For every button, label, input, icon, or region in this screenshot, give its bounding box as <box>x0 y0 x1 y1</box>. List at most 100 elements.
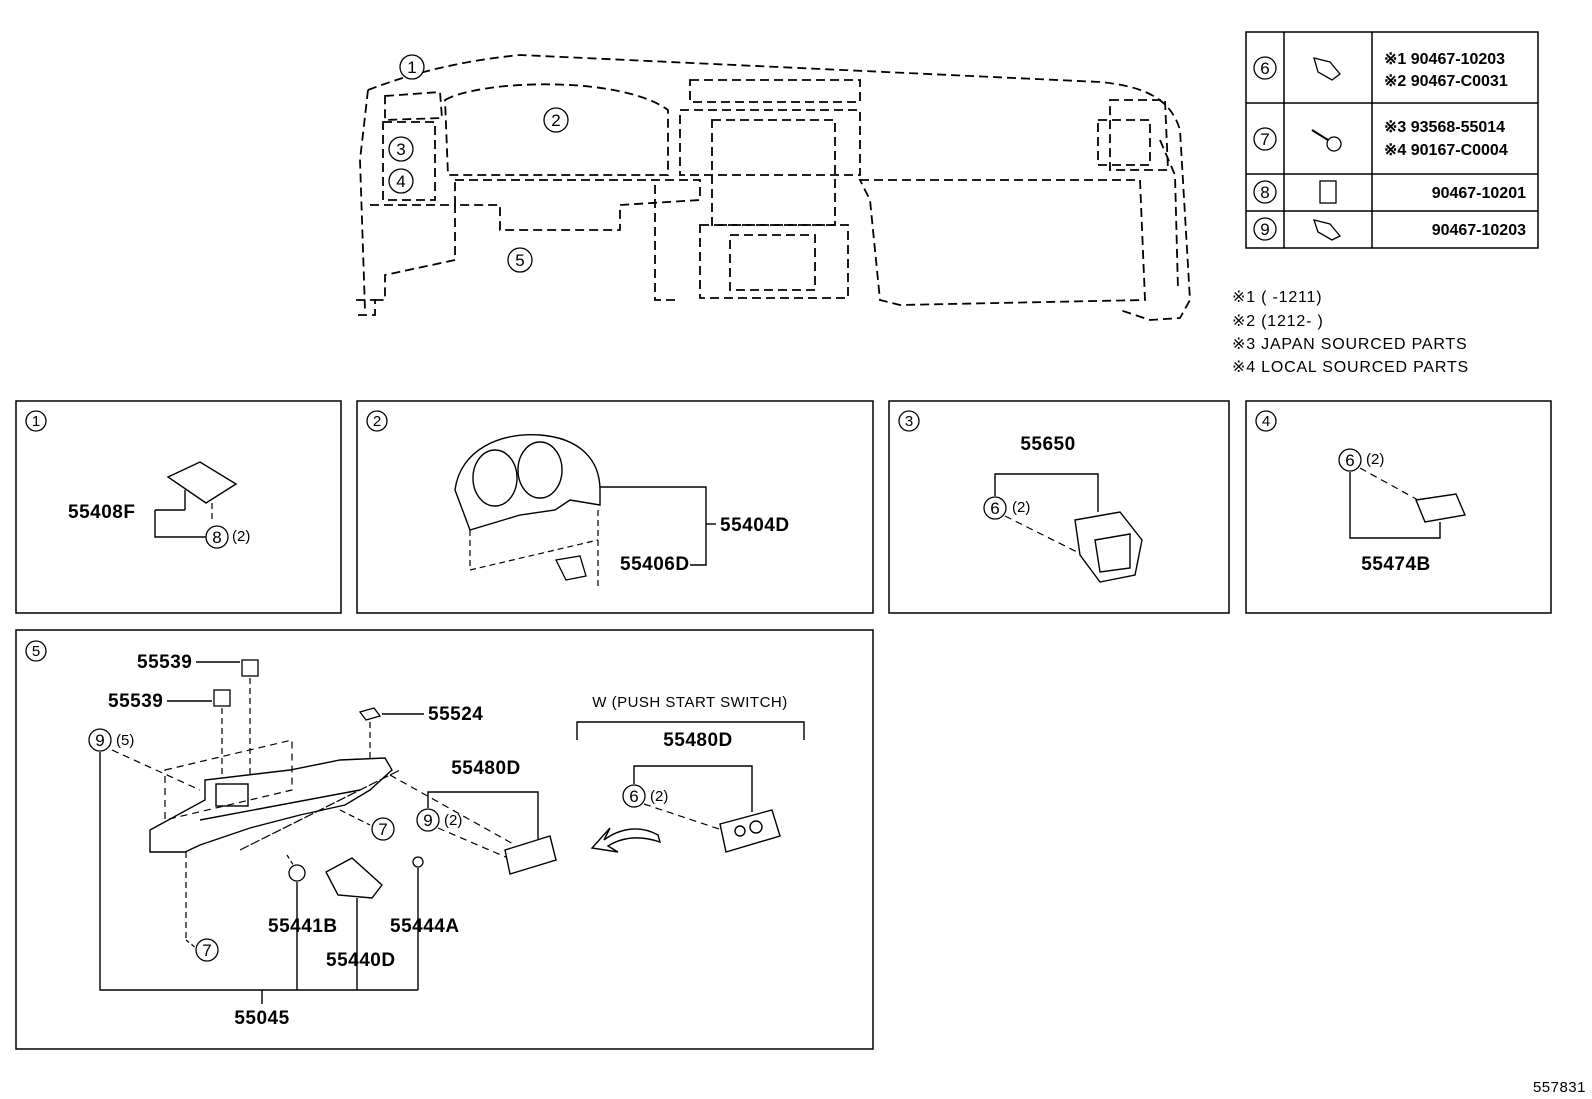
garnish-part-drawing <box>1415 493 1466 523</box>
callout-circle <box>749 820 763 834</box>
label-text: 6 <box>629 787 638 806</box>
box-part-drawing <box>325 857 383 899</box>
label-text: (2) <box>1366 451 1384 468</box>
label-text: (2) <box>232 528 250 545</box>
fastener-row-7: 7 ※3 93568-55014 ※4 90167-C0004 <box>1253 119 1508 159</box>
callout-circle <box>371 817 395 841</box>
label-text: 55650 <box>1020 434 1075 455</box>
label-text: (2) <box>650 788 668 805</box>
overview-callout-4: 4 <box>388 168 414 194</box>
label-text: 55408F <box>68 502 135 523</box>
clip-part-drawing <box>358 707 382 721</box>
label-text: (2) <box>444 812 462 829</box>
callout-circle <box>416 808 440 832</box>
arrow-icon <box>590 827 662 853</box>
bracket-part-drawing <box>555 555 587 581</box>
fastener-row-8: 8 90467-10201 <box>1253 180 1526 204</box>
label-text: 6 <box>990 499 999 518</box>
label-text: 8 <box>1260 183 1269 202</box>
panel-3: 3 55650 6 (2) <box>888 400 1230 614</box>
label-text: 3 <box>905 413 913 430</box>
label-text: 55524 <box>428 704 483 725</box>
callout-circle <box>388 168 414 194</box>
label-text: ※3 JAPAN SOURCED PARTS <box>1232 336 1468 353</box>
label-text: 1 <box>407 58 416 77</box>
label-text: 55474B <box>1361 554 1431 575</box>
label-text: 7 <box>202 941 211 960</box>
callout-circle <box>983 496 1007 520</box>
label-text: 90467-10203 <box>1432 222 1526 239</box>
label-text: 5 <box>515 251 524 270</box>
lower-panel-drawing <box>149 757 393 853</box>
label-text: 90467-10201 <box>1432 185 1526 202</box>
label-text: ※2 90467-C0031 <box>1384 73 1508 90</box>
fastener-table: 6 ※1 90467-10203 ※2 90467-C0031 7 ※3 935… <box>1245 31 1539 249</box>
label-text: 6 <box>1260 59 1269 78</box>
overview-callout-1: 1 <box>399 54 425 80</box>
callout-circle <box>1253 180 1277 204</box>
label-text: 3 <box>396 140 405 159</box>
label-text: 5 <box>32 643 40 660</box>
overview-callouts: 1 2 3 4 5 <box>388 54 569 273</box>
overview-callout-5: 5 <box>507 247 533 273</box>
callout-circle <box>205 525 229 549</box>
label-text: 55539 <box>108 691 163 712</box>
label-text: 6 <box>1345 451 1354 470</box>
panel-5: 5 55539 55539 55524 9 (5) <box>15 629 874 1050</box>
label-text: 2 <box>373 413 381 430</box>
label-text: (2) <box>1012 499 1030 516</box>
callout-circle <box>1338 448 1362 472</box>
callout-circle <box>25 640 47 662</box>
label-text: 9 <box>95 731 104 750</box>
callout-circle <box>1253 217 1277 241</box>
label-text: 55440D <box>326 950 396 971</box>
label-text: ※4 LOCAL SOURCED PARTS <box>1232 359 1469 376</box>
switch-part-drawing <box>241 659 259 677</box>
label-text: 8 <box>212 528 221 547</box>
panel-4: 4 6 (2) 55474B <box>1245 400 1552 614</box>
label-text: 4 <box>1262 413 1270 430</box>
label-text: 55441B <box>268 916 338 937</box>
dashboard-overview-drawing <box>356 54 1191 321</box>
knob-part-drawing <box>288 864 306 882</box>
callout-circle <box>507 247 533 273</box>
callout-circle <box>399 54 425 80</box>
label-text: 4 <box>396 172 405 191</box>
label-text: 9 <box>423 811 432 830</box>
label-text: (5) <box>116 732 134 749</box>
callout-circle <box>1253 56 1277 80</box>
overview-callout-3: 3 <box>388 136 414 162</box>
sheet-number: 557831 <box>1533 1079 1586 1096</box>
retainer-icon <box>1319 180 1337 204</box>
label-text: 55406D <box>620 554 690 575</box>
label-text: 55045 <box>234 1008 289 1029</box>
label-text: 1 <box>32 413 40 430</box>
label-text: W (PUSH START SWITCH) <box>592 694 788 711</box>
callout-circle <box>622 784 646 808</box>
callout-circle <box>195 938 219 962</box>
callout-circle <box>366 410 388 432</box>
clip-icon <box>1313 219 1342 241</box>
label-text: ※1 ( -1211) <box>1232 289 1322 306</box>
meter-hood-drawing <box>454 433 601 531</box>
callout-circle <box>1255 410 1277 432</box>
clip-icon <box>1313 57 1341 81</box>
label-text: 9 <box>1260 220 1269 239</box>
callout-circle <box>543 107 569 133</box>
side-vent-drawing <box>1074 511 1143 583</box>
label-text: ※1 90467-10203 <box>1384 51 1505 68</box>
fastener-row-9: 9 90467-10203 <box>1253 217 1526 241</box>
panel-1: 1 55408F 8 (2) <box>15 400 342 614</box>
label-text: ※3 93568-55014 <box>1384 119 1505 136</box>
label-text: 7 <box>1260 130 1269 149</box>
callout-circle <box>388 136 414 162</box>
switch-panel-drawing <box>504 835 557 875</box>
fastener-row-6: 6 ※1 90467-10203 ※2 90467-C0031 <box>1253 51 1508 90</box>
callout-circle <box>898 410 920 432</box>
label-text: ※4 90167-C0004 <box>1384 142 1508 159</box>
screw-icon <box>1311 129 1342 152</box>
label-text: 55480D <box>451 758 521 779</box>
overview-callout-2: 2 <box>543 107 569 133</box>
footnotes: ※1 ( -1211) ※2 (1212- ) ※3 JAPAN SOURCED… <box>1232 289 1469 376</box>
